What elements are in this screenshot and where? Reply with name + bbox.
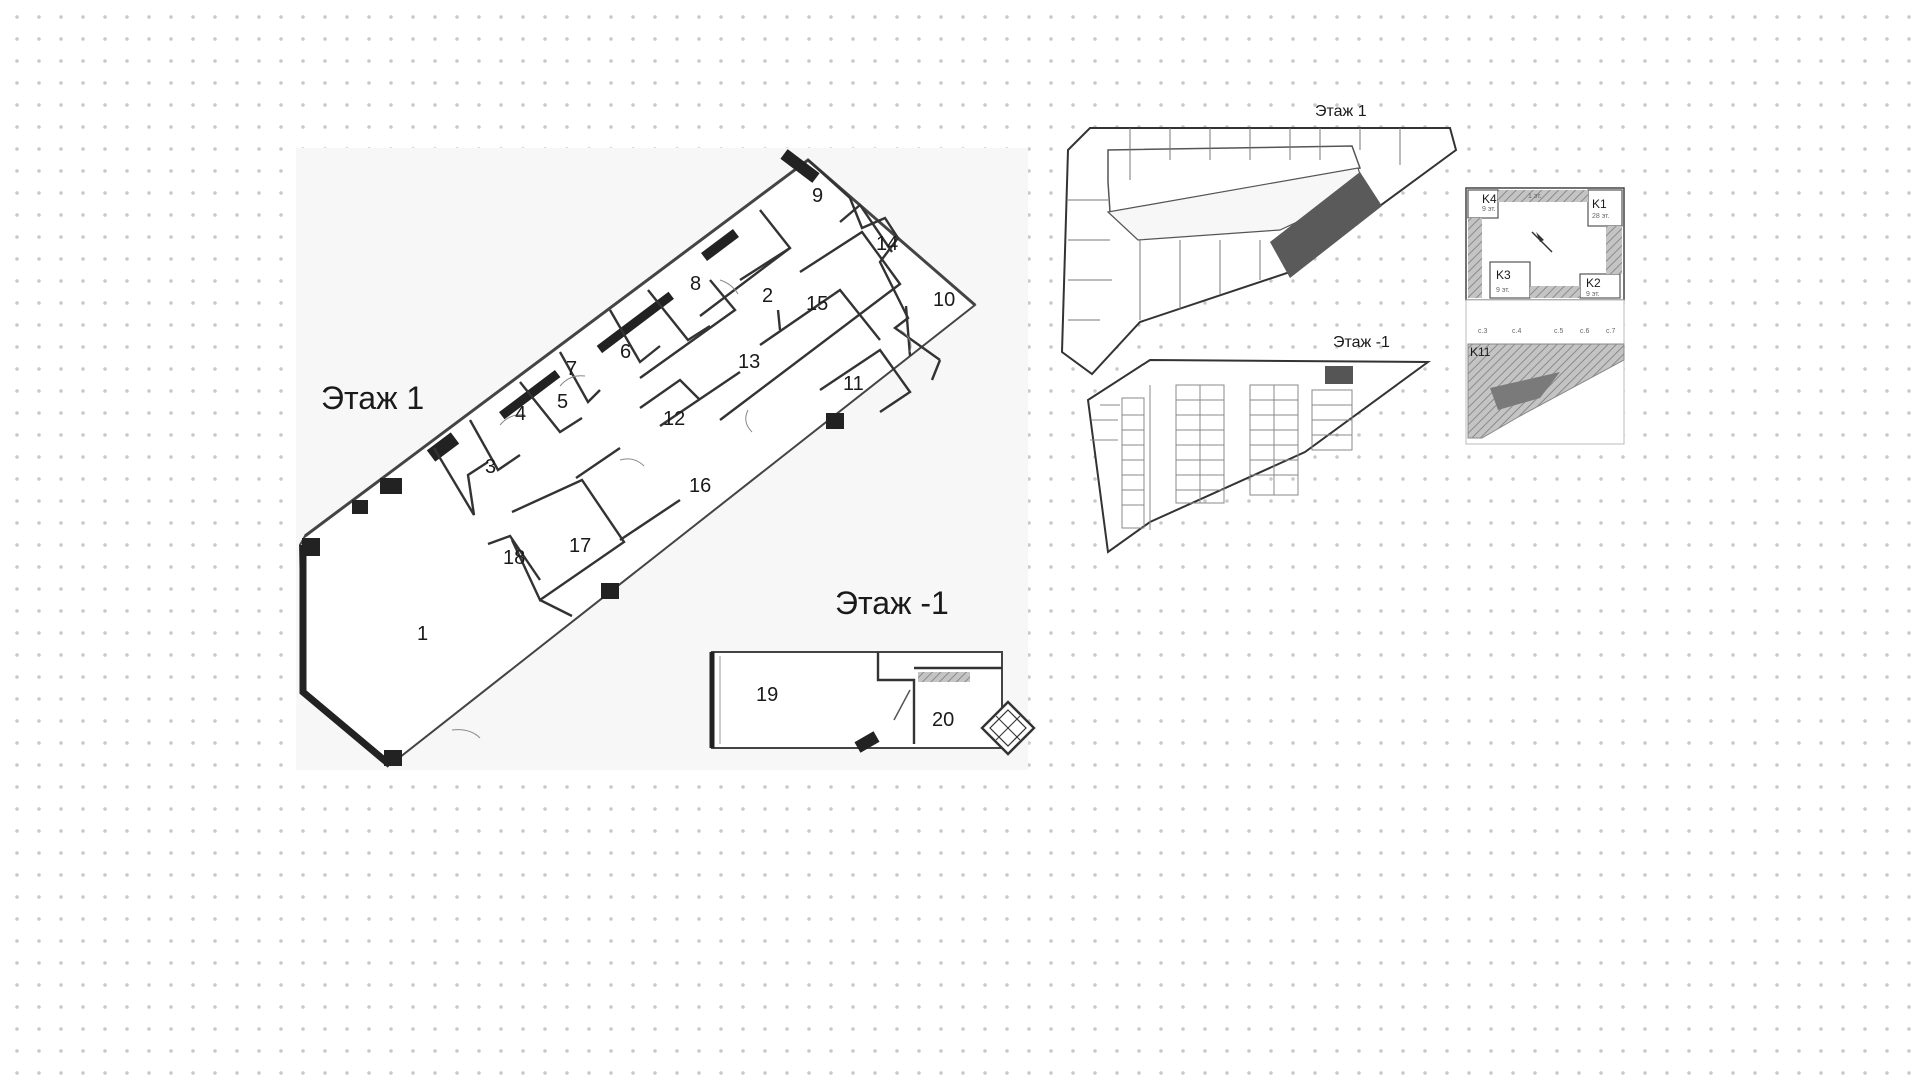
- floor-minus1-label: Этаж -1: [835, 585, 949, 621]
- door-swings: [451, 279, 912, 739]
- room-19-number: 19: [756, 684, 778, 706]
- room-12-number: 12: [663, 408, 685, 430]
- site-highlight-label: K11: [1470, 345, 1491, 359]
- site-building-k1-floors: 28 эт.: [1592, 213, 1610, 220]
- room-numbers-floor-1: 1 2 3 4 5 6 7 8 9 10 11 12 13 14 15 16 1…: [417, 185, 955, 645]
- site-building-k4-id: K4: [1482, 192, 1497, 206]
- room-14-number: 14: [876, 233, 898, 255]
- overview-floor-minus1-label: Этаж -1: [1333, 334, 1390, 351]
- floor-1-label: Этаж 1: [321, 380, 424, 416]
- floor-minus1-plan: 19 20: [709, 651, 1036, 756]
- room-9-number: 9: [812, 185, 823, 207]
- room-13-number: 13: [738, 351, 760, 373]
- overview-plan: Этаж 1 Этаж -1: [1060, 103, 1458, 554]
- overview-apartment-grid: [1068, 128, 1401, 321]
- interior-walls: [432, 159, 942, 618]
- overview-floor-1-outline: [1060, 127, 1458, 376]
- site-hatched-strips: [1468, 190, 1622, 298]
- overview-courtyard: [1107, 145, 1362, 213]
- section-label-c5: с.5: [1554, 328, 1563, 335]
- room-15-number: 15: [806, 293, 828, 315]
- site-highlight-section: [1490, 372, 1560, 410]
- overview-floor-1-label: Этаж 1: [1315, 103, 1367, 120]
- site-building-k2-id: K2: [1586, 276, 1601, 290]
- site-plan: K4 9 эт. K1 28 эт. K3 9 эт. K2 9 эт. 1 э…: [1465, 187, 1625, 445]
- floor-1-outer-wall: [299, 545, 393, 768]
- north-arrow-icon: [1531, 231, 1553, 253]
- room-6-number: 6: [620, 341, 631, 363]
- site-building-k2-floors: 9 эт.: [1586, 291, 1600, 298]
- site-building-k3-floors: 9 эт.: [1496, 287, 1510, 294]
- section-label-c3: с.3: [1478, 328, 1487, 335]
- room-4-number: 4: [515, 403, 526, 425]
- room-17-number: 17: [569, 535, 591, 557]
- room-20-number: 20: [932, 709, 954, 731]
- site-section-labels: с.3 с.4 с.5 с.6 с.7: [1478, 328, 1615, 335]
- room-2-number: 2: [762, 285, 773, 307]
- site-buildings: [1467, 189, 1623, 299]
- section-label-c7: с.7: [1606, 328, 1615, 335]
- overview-highlight-floor-minus1: [1325, 366, 1353, 384]
- site-building-k4-floors: 9 эт.: [1482, 206, 1496, 213]
- overview-parking-spaces: [1090, 384, 1353, 530]
- room-7-number: 7: [566, 358, 577, 380]
- site-building-k3-id: K3: [1496, 268, 1511, 282]
- site-highlight-building: [1467, 343, 1625, 439]
- main-floor-plan: 1 2 3 4 5 6 7 8 9 10 11 12 13 14 15 16 1…: [296, 148, 1036, 770]
- site-floor-note: 1 эт.: [1528, 193, 1542, 200]
- section-label-c4: с.4: [1512, 328, 1521, 335]
- room-10-number: 10: [933, 289, 955, 311]
- section-label-c6: с.6: [1580, 328, 1589, 335]
- room-11-number: 11: [843, 373, 864, 395]
- room-8-number: 8: [690, 273, 701, 295]
- overview-highlight-floor-1: [1270, 172, 1382, 278]
- room-16-number: 16: [689, 475, 711, 497]
- room-1-number: 1: [417, 623, 428, 645]
- site-building-k1-id: K1: [1592, 197, 1607, 211]
- room-5-number: 5: [557, 391, 568, 413]
- overview-floor-minus1-outline: [1086, 358, 1432, 554]
- room-18-number: 18: [503, 547, 525, 569]
- room-3-number: 3: [485, 456, 496, 478]
